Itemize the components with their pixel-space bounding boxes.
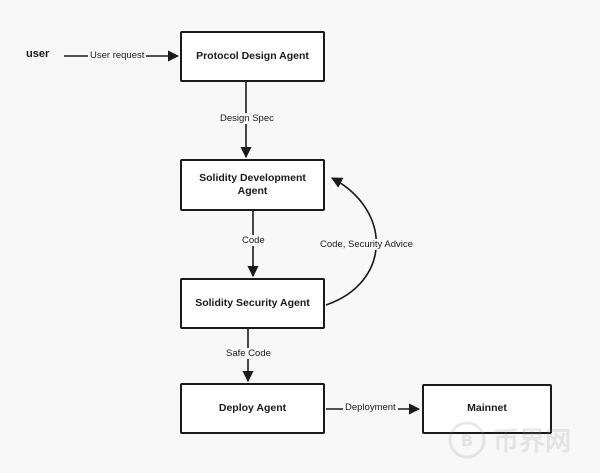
deployment-label: Deployment [343, 402, 398, 413]
user-source-label: user [26, 48, 50, 60]
deploy-agent-node[interactable]: Deploy Agent [180, 383, 325, 434]
solidity-security-agent-node[interactable]: Solidity Security Agent [180, 278, 325, 329]
protocol-design-agent-node[interactable]: Protocol Design Agent [180, 31, 325, 82]
user-request-label: User request [88, 50, 147, 61]
watermark-logo: B 币界网 [448, 421, 571, 459]
solidity-development-agent-node[interactable]: Solidity Development Agent [180, 159, 325, 211]
code-security-advice-label: Code, Security Advice [318, 239, 415, 250]
mainnet-node[interactable]: Mainnet [422, 384, 552, 434]
watermark-text: 币界网 [493, 427, 571, 457]
safe-code-label: Safe Code [224, 348, 273, 359]
code-label: Code [240, 235, 267, 246]
svg-text:B: B [461, 431, 473, 450]
design-spec-label: Design Spec [218, 113, 276, 124]
